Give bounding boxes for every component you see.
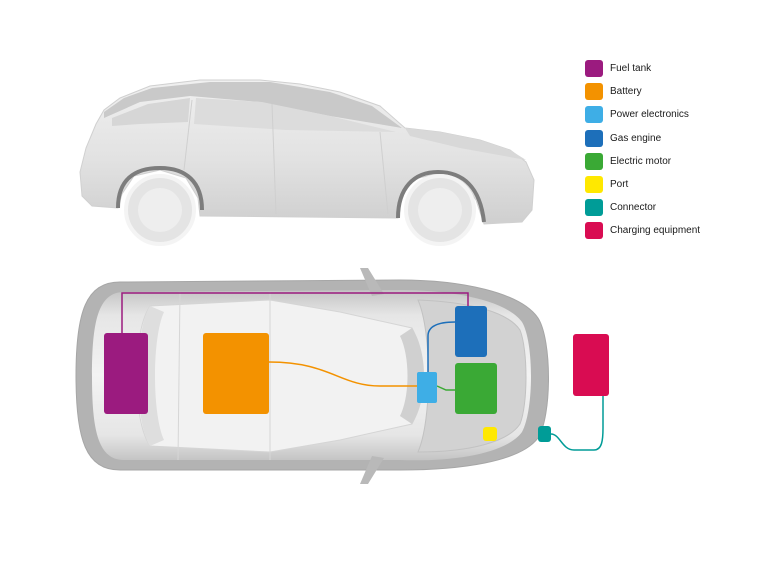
- battery: [203, 333, 269, 414]
- car-side-rear-hub: [138, 188, 182, 232]
- car-side-door-line-3: [379, 131, 389, 215]
- legend: Fuel tank Battery Power electronics Gas …: [585, 59, 765, 245]
- fuel-tank: [104, 333, 148, 414]
- legend-label: Electric motor: [610, 155, 672, 167]
- legend-swatch: [585, 175, 603, 193]
- legend-item-charging-equipment: Charging equipment: [585, 221, 765, 244]
- car-side-body: [79, 79, 535, 225]
- car-side-door-line: [271, 103, 277, 215]
- legend-swatch: [585, 129, 603, 147]
- legend-item-port: Port: [585, 175, 765, 198]
- legend-item-electric-motor: Electric motor: [585, 152, 765, 175]
- charge-cable: [550, 396, 604, 451]
- legend-label: Connector: [610, 202, 657, 214]
- legend-swatch: [585, 222, 603, 240]
- battery-cable: [268, 361, 417, 387]
- car-side-view: [79, 79, 535, 246]
- car-side-window-rear: [112, 98, 190, 126]
- car-side-hood: [405, 128, 526, 160]
- car-side-roof: [104, 82, 402, 128]
- port: [483, 427, 497, 441]
- connections: [121, 292, 604, 451]
- legend-label: Fuel tank: [610, 63, 652, 74]
- power-electronics: [417, 372, 437, 403]
- engine-line: [427, 321, 456, 372]
- gas-engine: [455, 306, 487, 357]
- car-top-seam-2: [177, 291, 181, 461]
- legend-label: Power electronics: [610, 109, 689, 121]
- legend-swatch: [585, 106, 603, 124]
- legend-swatch: [585, 60, 603, 77]
- legend-label: Gas engine: [610, 132, 662, 144]
- connector: [538, 426, 551, 442]
- legend-swatch: [585, 199, 603, 217]
- legend-label: Port: [610, 178, 629, 190]
- charging-equipment: [573, 334, 609, 396]
- car-side-rear-arch: [116, 165, 204, 211]
- car-side-front-arch: [396, 169, 486, 223]
- legend-item-power-electronics: Power electronics: [585, 105, 765, 128]
- legend-swatch: [585, 152, 603, 170]
- car-side-front-hub: [418, 188, 462, 232]
- legend-item-connector: Connector: [585, 198, 765, 221]
- car-top-right-mirror: [360, 456, 384, 484]
- legend-item-battery: Battery: [585, 82, 765, 105]
- motor-line: [436, 385, 455, 391]
- legend-item-fuel-tank: Fuel tank: [585, 59, 765, 82]
- legend-item-gas-engine: Gas engine: [585, 129, 765, 152]
- legend-label: Charging equipment: [610, 225, 701, 237]
- components: [104, 306, 609, 442]
- legend-label: Battery: [610, 86, 642, 98]
- legend-swatch: [585, 83, 603, 101]
- car-side-window-front: [194, 98, 396, 132]
- electric-motor: [455, 363, 497, 414]
- car-top-left-mirror: [360, 268, 384, 296]
- car-side-door-line-2: [183, 99, 193, 171]
- fuel-line: [121, 292, 469, 333]
